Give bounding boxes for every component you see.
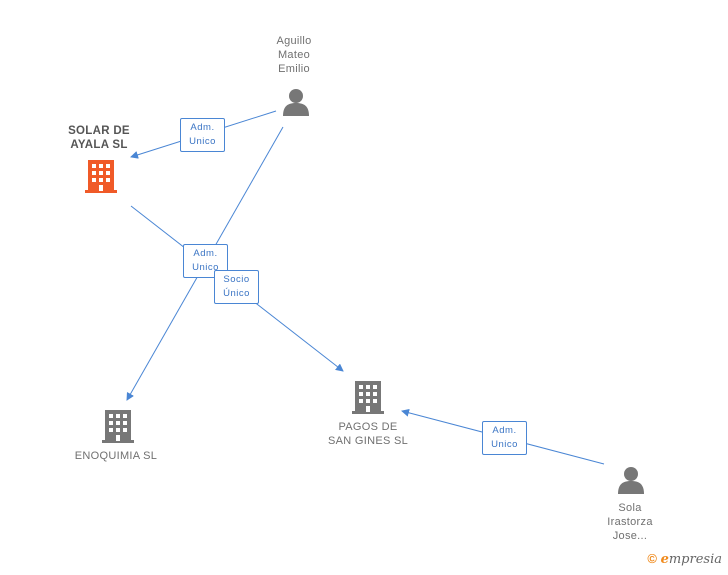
node-label-pagos[interactable]: PAGOS DE SAN GINES SL	[327, 421, 408, 447]
building-icon[interactable]	[102, 410, 134, 443]
node-label-enoquimia[interactable]: ENOQUIMIA SL	[74, 450, 158, 462]
edge-label-sola-pagos: Adm. Unico	[482, 421, 527, 455]
empresia-watermark: © empresia	[647, 551, 722, 567]
building-icon[interactable]	[352, 381, 384, 414]
node-label-sola[interactable]: Sola Irastorza Jose...	[607, 502, 653, 542]
edge-label-solar-pagos: Socio Único	[214, 270, 259, 304]
person-icon[interactable]	[618, 467, 644, 494]
brand-initial: e	[660, 552, 669, 567]
building-icon[interactable]	[85, 160, 117, 193]
edge-label-aguillo-solar: Adm. Unico	[180, 118, 225, 152]
copyright-symbol: ©	[647, 551, 657, 566]
person-icon[interactable]	[283, 89, 309, 116]
brand-name: mpresia	[668, 552, 722, 567]
node-label-solar[interactable]: SOLAR DE AYALA SL	[68, 125, 130, 151]
node-label-aguillo[interactable]: Aguillo Mateo Emilio	[276, 35, 312, 75]
